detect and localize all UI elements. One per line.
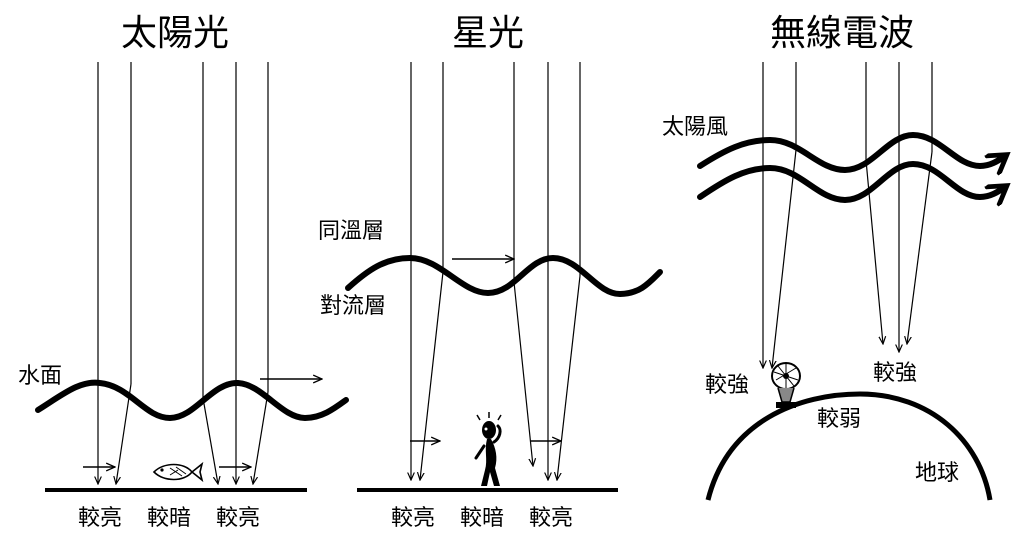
signal-strength-label: 較強 [705, 373, 749, 398]
panel-sunlight: 太陽光 水面 較亮 較暗 [18, 13, 349, 531]
sun-ray [253, 391, 269, 484]
earth-label: 地球 [915, 461, 959, 486]
radio-ray [907, 151, 933, 344]
panel-starlight: 星光 同溫層 對流層 較亮 較暗 [318, 13, 663, 531]
water-surface-wave [35, 379, 349, 422]
panel-radio: 無線電波 太陽風 地球 較強 較強 較弱 [662, 13, 1005, 501]
signal-strength-label: 較弱 [817, 407, 861, 432]
signal-strength-label: 較強 [873, 361, 917, 386]
solar-wind-wave [697, 160, 1005, 200]
brightness-label: 較亮 [78, 506, 122, 531]
brightness-label: 較暗 [147, 506, 191, 531]
sun-rays [98, 62, 269, 484]
star-rays [411, 62, 581, 480]
solar-wind-wave [697, 131, 1005, 170]
radio-rays [763, 62, 933, 368]
panel-title-sunlight: 太陽光 [121, 13, 229, 54]
fish-icon [152, 461, 204, 483]
troposphere-label: 對流層 [320, 294, 386, 319]
water-surface-label: 水面 [18, 364, 62, 389]
sun-ray [116, 383, 132, 484]
stratosphere-label: 同溫層 [318, 219, 384, 244]
earth-arc [705, 391, 993, 501]
star-ray [513, 281, 533, 466]
person-icon [474, 412, 502, 486]
star-ray [420, 271, 444, 480]
radio-dish-icon [771, 362, 801, 408]
panel-title-starlight: 星光 [452, 13, 524, 54]
atmosphere-boundary-wave [345, 254, 663, 298]
brightness-label: 較亮 [391, 506, 435, 531]
brightness-label: 較亮 [216, 506, 260, 531]
radio-ray [772, 149, 797, 368]
brightness-label: 較暗 [460, 506, 504, 531]
star-ray [557, 275, 581, 480]
solar-wind-label: 太陽風 [662, 115, 728, 140]
brightness-label: 較亮 [529, 506, 573, 531]
sun-ray [202, 397, 218, 484]
panel-title-radio: 無線電波 [770, 13, 914, 54]
